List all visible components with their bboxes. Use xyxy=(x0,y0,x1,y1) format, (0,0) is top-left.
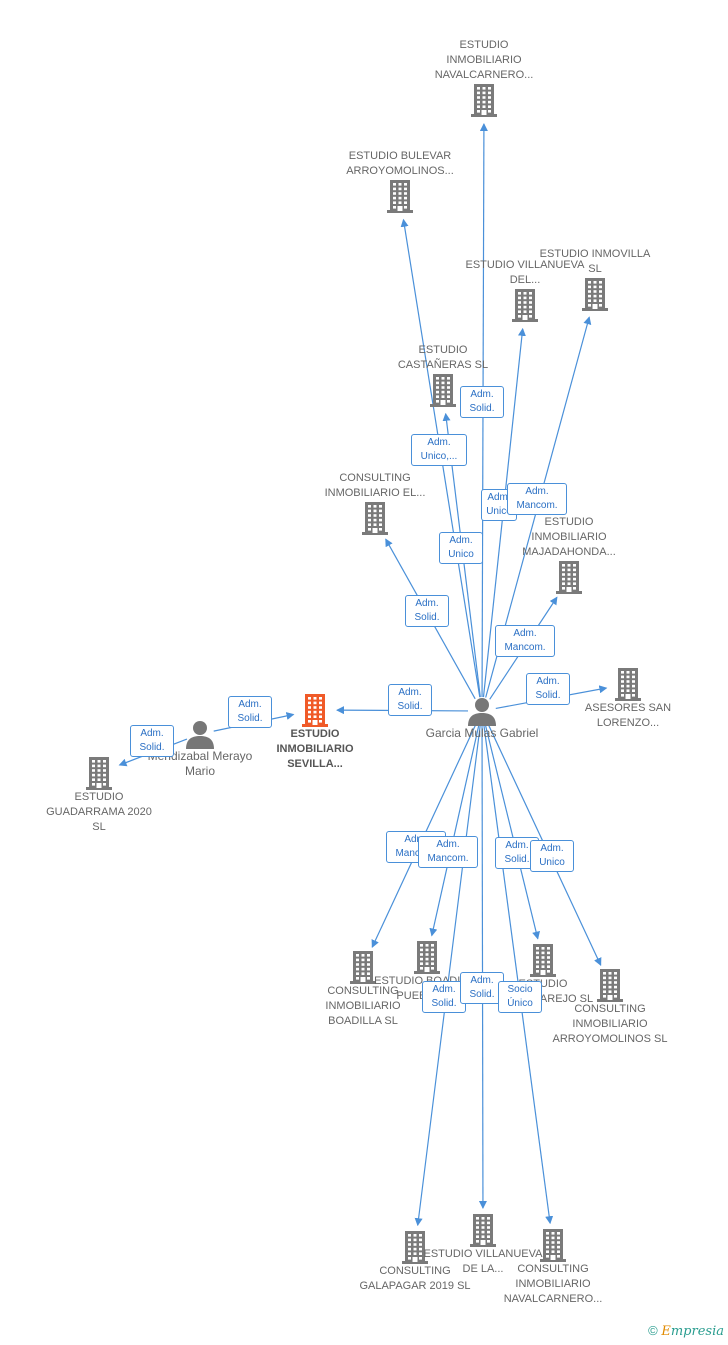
role-label[interactable]: Adm. Mancom. xyxy=(507,483,567,515)
person-icon xyxy=(468,698,496,726)
company-node-villanueva-la[interactable]: ESTUDIO VILLANUEVA DE LA... xyxy=(423,1213,543,1277)
role-label[interactable]: Adm. Unico xyxy=(530,840,574,872)
building-icon xyxy=(471,84,497,117)
company-node-guadarrama[interactable]: ESTUDIO GUADARRAMA 2020 SL xyxy=(39,756,159,835)
building-icon xyxy=(530,944,556,977)
company-node-bulevar[interactable]: ESTUDIO BULEVAR ARROYOMOLINOS... xyxy=(340,149,460,213)
building-icon xyxy=(470,1214,496,1247)
company-node-sevilla[interactable]: ESTUDIO INMOBILIARIO SEVILLA... xyxy=(255,693,375,772)
role-label[interactable]: Adm. Solid. xyxy=(526,673,570,705)
building-icon xyxy=(362,502,388,535)
building-icon xyxy=(402,1231,428,1264)
company-node-consulting-el[interactable]: CONSULTING INMOBILIARIO EL... xyxy=(315,471,435,535)
company-node-asesores[interactable]: ASESORES SAN LORENZO... xyxy=(568,667,688,731)
company-node-inmovilla[interactable]: ESTUDIO INMOVILLA SL xyxy=(535,247,655,311)
building-icon xyxy=(414,941,440,974)
empresia-logo: © Empresia xyxy=(648,1323,724,1339)
role-label[interactable]: Adm. Solid. xyxy=(388,684,432,716)
edge-garcia-to-colmenarejo xyxy=(484,724,540,940)
node-label: ASESORES SAN LORENZO... xyxy=(584,702,672,729)
role-label[interactable]: Adm. Unico,... xyxy=(411,434,467,466)
building-icon xyxy=(615,668,641,701)
role-label[interactable]: Adm. Solid. xyxy=(460,386,504,418)
role-label[interactable]: Adm. Mancom. xyxy=(418,836,478,868)
building-icon xyxy=(582,278,608,311)
role-label[interactable]: Adm. Solid. xyxy=(422,981,466,1013)
node-label: ESTUDIO VILLANUEVA DEL... xyxy=(465,259,585,286)
node-label: CONSULTING GALAPAGAR 2019 SL xyxy=(359,1265,471,1292)
building-icon xyxy=(540,1229,566,1262)
node-label: CONSULTING INMOBILIARIO NAVALCARNERO... xyxy=(503,1263,603,1305)
building-icon xyxy=(302,694,328,727)
node-label: CONSULTING INMOBILIARIO BOADILLA SL xyxy=(325,985,401,1027)
node-label: ESTUDIO INMOVILLA SL xyxy=(539,248,651,275)
node-label: ESTUDIO INMOBILIARIO MAJADAHONDA... xyxy=(522,516,616,558)
building-icon xyxy=(350,951,376,984)
node-label: ESTUDIO INMOBILIARIO NAVALCARNERO... xyxy=(434,39,534,81)
company-node-villanueva-del[interactable]: ESTUDIO VILLANUEVA DEL... xyxy=(465,258,585,322)
edge-garcia-to-navalcarnero-bot xyxy=(483,724,554,1225)
company-node-majadahonda[interactable]: ESTUDIO INMOBILIARIO MAJADAHONDA... xyxy=(509,515,629,594)
role-label[interactable]: Adm. Solid. xyxy=(130,725,174,757)
role-label[interactable]: Adm. Solid. xyxy=(405,595,449,627)
node-label: Garcia Mulas Gabriel xyxy=(425,726,539,740)
company-node-navalcarnero-bot[interactable]: CONSULTING INMOBILIARIO NAVALCARNERO... xyxy=(493,1228,613,1307)
node-label: ESTUDIO CASTAÑERAS SL xyxy=(397,344,489,371)
node-label: ESTUDIO BULEVAR ARROYOMOLINOS... xyxy=(346,150,454,177)
company-node-navalcarnero-top[interactable]: ESTUDIO INMOBILIARIO NAVALCARNERO... xyxy=(424,38,544,117)
building-icon xyxy=(86,757,112,790)
role-label[interactable]: Socio Único xyxy=(498,981,542,1013)
node-label: ESTUDIO GUADARRAMA 2020 SL xyxy=(46,791,152,833)
node-label: CONSULTING INMOBILIARIO ARROYOMOLINOS SL xyxy=(552,1003,668,1045)
building-icon xyxy=(430,374,456,407)
building-icon xyxy=(512,289,538,322)
building-icon xyxy=(597,969,623,1002)
company-node-boadilla[interactable]: CONSULTING INMOBILIARIO BOADILLA SL xyxy=(303,950,423,1029)
role-label[interactable]: Adm. Unico xyxy=(439,532,483,564)
person-node-mendizabal[interactable]: Mendizabal Merayo Mario xyxy=(140,719,260,779)
node-label: ESTUDIO INMOBILIARIO SEVILLA... xyxy=(276,728,354,770)
edge-garcia-to-galapagar xyxy=(414,724,481,1227)
building-icon xyxy=(556,561,582,594)
person-icon xyxy=(186,721,214,749)
edge-garcia-to-villanueva-la xyxy=(478,724,487,1209)
role-label[interactable]: Adm. Solid. xyxy=(460,972,504,1004)
person-node-garcia[interactable]: Garcia Mulas Gabriel xyxy=(422,696,542,741)
company-node-galapagar[interactable]: CONSULTING GALAPAGAR 2019 SL xyxy=(355,1230,475,1294)
role-label[interactable]: Adm. Mancom. xyxy=(495,625,555,657)
company-node-castaneras[interactable]: ESTUDIO CASTAÑERAS SL xyxy=(383,343,503,407)
node-label: CONSULTING INMOBILIARIO EL... xyxy=(324,472,426,499)
edge-garcia-to-boadilla-pueblo xyxy=(429,724,480,937)
role-label[interactable]: Adm. Solid. xyxy=(228,696,272,728)
node-label: ESTUDIO VILLANUEVA DE LA... xyxy=(423,1248,543,1275)
building-icon xyxy=(387,180,413,213)
company-node-arroyomolinos[interactable]: CONSULTING INMOBILIARIO ARROYOMOLINOS SL xyxy=(550,968,670,1047)
